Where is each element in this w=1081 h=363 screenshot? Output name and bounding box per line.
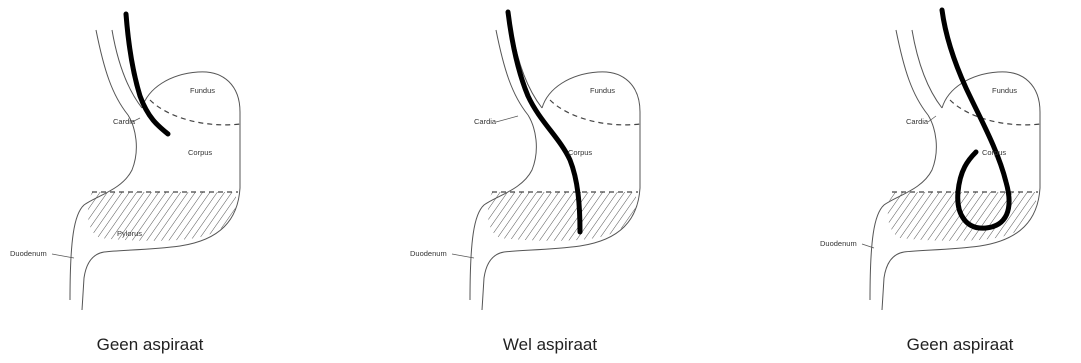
- stomach-diagram-panel-1: Fundus Cardia Corpus Pylorus Duodenum Ge…: [0, 0, 300, 363]
- stomach-outline: [482, 72, 640, 310]
- caption: Wel aspiraat: [400, 335, 700, 355]
- label-corpus: Corpus: [188, 148, 212, 157]
- gastric-fluid: [488, 192, 636, 241]
- label-fundus: Fundus: [190, 86, 215, 95]
- stomach-diagram-3: Fundus Cardia Corpus Duodenum: [810, 0, 1081, 320]
- fundus-boundary: [150, 100, 240, 125]
- stomach-diagram-2: Fundus Cardia Corpus Duodenum: [400, 0, 700, 320]
- label-fundus: Fundus: [590, 86, 615, 95]
- label-cardia: Cardia: [474, 117, 497, 126]
- label-duodenum: Duodenum: [10, 249, 47, 258]
- fundus-boundary: [950, 100, 1040, 125]
- stomach-diagram-panel-3: Fundus Cardia Corpus Duodenum Geen aspir…: [810, 0, 1081, 363]
- fundus-boundary: [550, 100, 640, 125]
- label-corpus: Corpus: [982, 148, 1006, 157]
- label-duodenum: Duodenum: [820, 239, 857, 248]
- caption: Geen aspiraat: [810, 335, 1081, 355]
- leader-cardia: [496, 116, 518, 122]
- label-cardia: Cardia: [906, 117, 929, 126]
- label-duodenum: Duodenum: [410, 249, 447, 258]
- stomach-outline: [882, 72, 1040, 310]
- stomach-outline: [82, 72, 240, 310]
- caption: Geen aspiraat: [0, 335, 300, 355]
- label-pylorus: Pylorus: [117, 229, 142, 238]
- stomach-diagram-panel-2: Fundus Cardia Corpus Duodenum Wel aspira…: [400, 0, 700, 363]
- stomach-diagram-1: Fundus Cardia Corpus Pylorus Duodenum: [0, 0, 300, 320]
- label-corpus: Corpus: [568, 148, 592, 157]
- gastric-fluid: [88, 192, 236, 241]
- feeding-tube: [126, 14, 168, 134]
- label-fundus: Fundus: [992, 86, 1017, 95]
